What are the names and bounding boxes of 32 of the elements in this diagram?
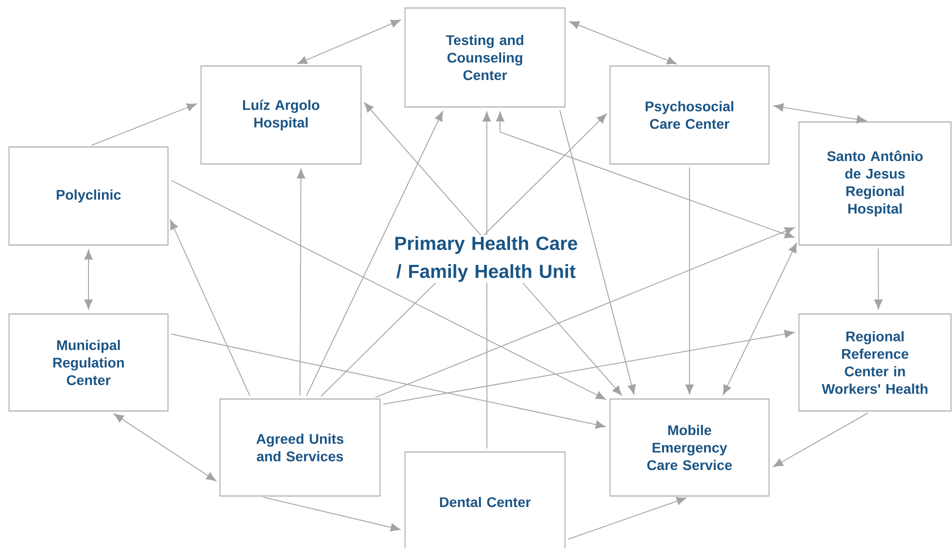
process-box: Mobile Emergency Care Service	[610, 398, 770, 496]
process-box: Agreed Units and Services	[220, 398, 380, 496]
arrow	[773, 412, 869, 468]
process-box: Polyclinic	[8, 146, 168, 246]
arrow	[382, 330, 794, 405]
arrow	[90, 103, 197, 146]
arrow	[559, 110, 636, 394]
arrow	[568, 497, 686, 540]
arrow	[170, 334, 606, 429]
process-box: Santo Antônio de Jesus Regional Hospital	[798, 122, 952, 246]
arrow	[170, 220, 250, 396]
arrow	[774, 103, 866, 124]
process-box: Dental Center	[404, 452, 566, 548]
process-box: Municipal Regulation Center	[8, 314, 168, 412]
arrow	[874, 248, 883, 310]
arrow	[306, 111, 443, 396]
arrow	[374, 227, 795, 398]
arrow	[297, 20, 401, 64]
arrow	[170, 180, 606, 400]
arrow	[114, 414, 216, 482]
arrow	[296, 168, 306, 396]
center-label: Primary Health Care / Family Health Unit	[390, 235, 582, 283]
process-box: Testing and Counseling Center	[404, 8, 566, 108]
process-box: Regional Reference Center in Workers' Health	[798, 314, 952, 412]
process-box: Psychosocial Care Center	[610, 66, 770, 164]
arrow	[84, 250, 93, 310]
process-box: Luíz Argolo Hospital	[200, 66, 362, 164]
arrow	[722, 242, 797, 395]
arrow	[496, 112, 795, 238]
arrow	[262, 496, 400, 532]
arrow	[685, 167, 694, 394]
arrow	[569, 21, 677, 64]
